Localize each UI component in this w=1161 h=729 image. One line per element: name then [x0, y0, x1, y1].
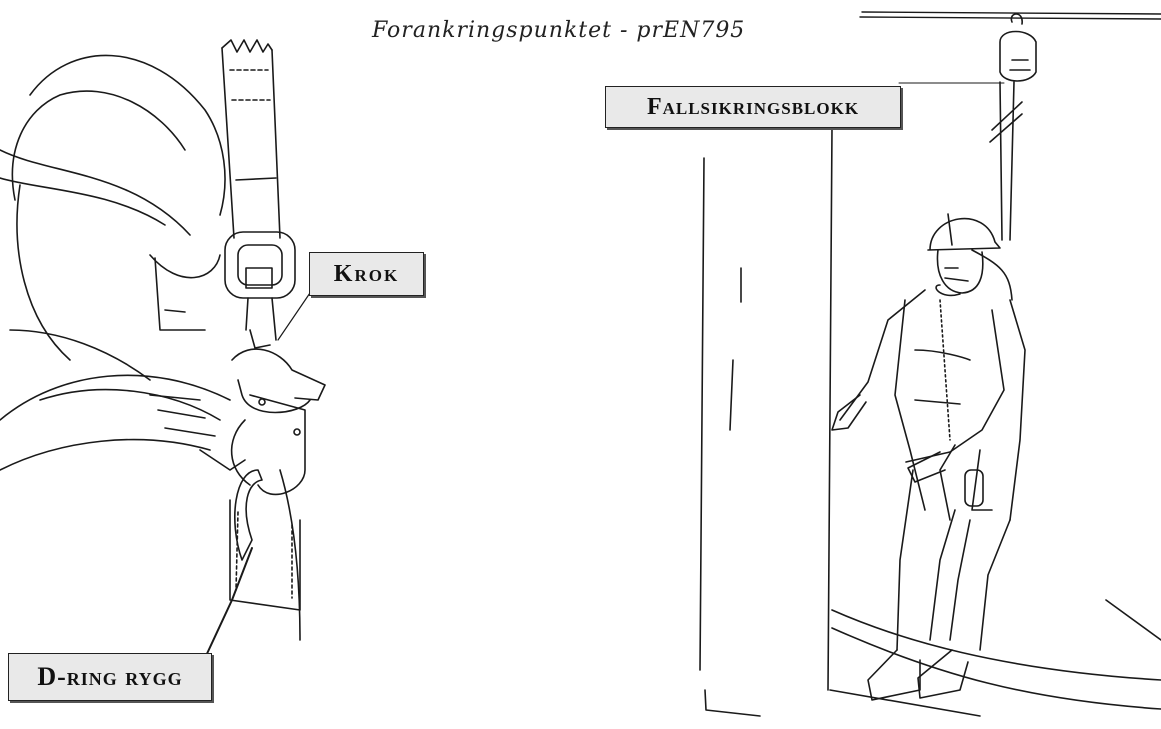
d-ring-label: D-ring rygg [8, 653, 212, 701]
fall-block-label-text: Fallsikringsblokk [646, 93, 860, 120]
worker-standing-drawing [699, 11, 1161, 717]
hook-label-text: Krok [333, 260, 400, 287]
worker-back-drawing [0, 39, 326, 659]
fall-block-label: Fallsikringsblokk [605, 86, 901, 128]
d-ring-label-text: D-ring rygg [37, 662, 183, 691]
figure-caption: Forankringspunktet - prEN795 [372, 18, 746, 43]
hook-label: Krok [309, 252, 424, 296]
